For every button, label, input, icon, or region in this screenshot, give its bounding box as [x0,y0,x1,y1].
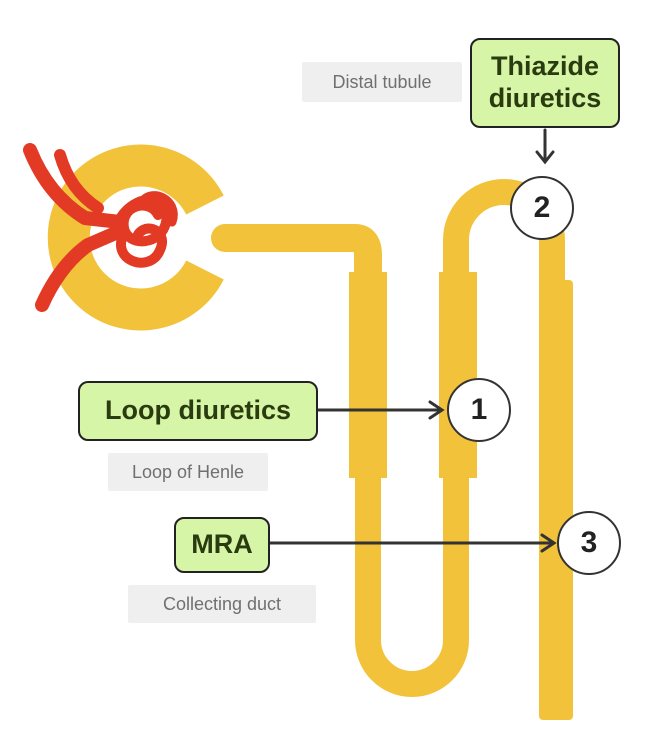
loop-diuretics-box: Loop diuretics [78,381,318,441]
proximal-tubule [211,224,382,284]
site-1-circle: 1 [447,378,511,442]
site-2-circle: 2 [510,176,574,240]
glomerulus [23,143,178,312]
thiazide-diuretics-box: Thiazide diuretics [470,38,620,128]
collecting-duct-tag: Collecting duct [128,585,316,623]
collecting-duct-end [539,280,573,720]
thiazide-diuretics-label: Thiazide diuretics [488,51,602,113]
loop-of-henle-label: Loop of Henle [131,461,245,482]
collecting-duct-label: Collecting duct [162,593,282,614]
mra-label: MRA [191,529,253,560]
site-3-circle: 3 [557,511,621,575]
arrow-mra-head [540,533,557,553]
distal-tubule-tag: Distal tubule [302,62,462,102]
mra-box: MRA [174,517,270,573]
distal-tubule-label: Distal tubule [332,71,432,92]
site-1-number: 1 [470,393,488,426]
loop-of-henle-tag: Loop of Henle [108,453,268,491]
loop-diuretics-label: Loop diuretics [104,395,291,426]
site-2-number: 2 [533,191,551,224]
arrow-loop-head [428,400,445,420]
site-3-number: 3 [580,526,598,559]
arrow-thiazide-head [535,150,555,165]
bowmans-capsule [47,144,224,331]
